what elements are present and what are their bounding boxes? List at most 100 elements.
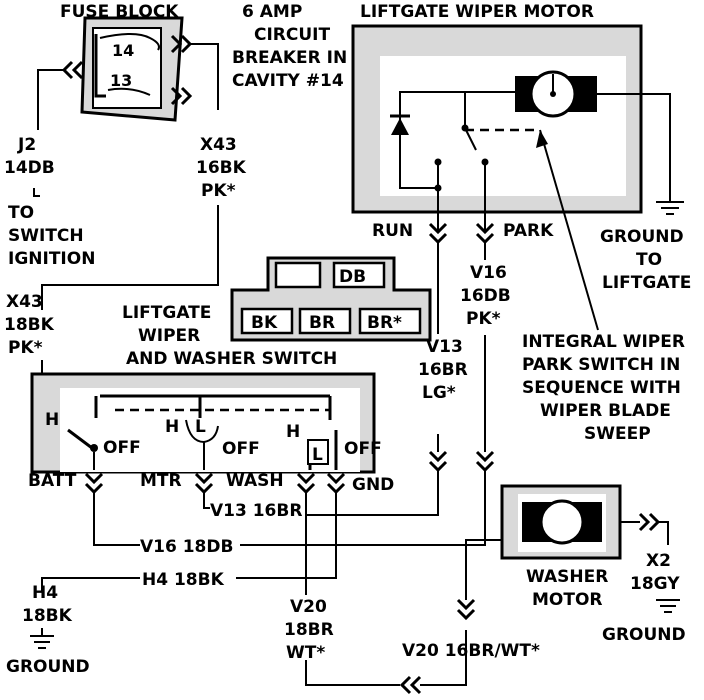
park-switch-blade [465,129,477,151]
cavity-db-label: DB [339,267,366,287]
left-pole-pivot [90,444,98,452]
cavity-13-label: 13 [110,71,132,90]
ignition-label: IGNITION [8,249,95,269]
park-switch-pointer-arrow [536,130,548,148]
liftgate-switch: H OFF H L OFF H L OFF [30,372,382,474]
x2-gauge: 18GY [630,574,680,594]
v20-color: WT* [286,643,325,663]
x43-top-color: PK* [201,181,236,201]
switch-l-mid: L [195,417,206,437]
gnd-connector [326,472,346,495]
switch-h-right: H [286,422,300,442]
breaker-note-line-3: BREAKER IN [232,48,347,68]
ground-to-liftgate-line-3: LIFTGATE [602,273,691,293]
liftgate-motor [351,24,671,232]
wire-v16-to-switch [240,470,486,546]
breaker-note: 6 AMP CIRCUIT BREAKER IN CAVITY #14 [232,2,347,91]
liftgate-motor-title: LIFTGATE WIPER MOTOR [360,2,594,22]
motor-internal-wire-left [399,91,515,189]
washer-motor-armature-icon [539,499,585,545]
run-label: RUN [372,221,413,241]
breaker-note-line-2: CIRCUIT [254,25,330,45]
x2-label: X2 [646,551,671,571]
park-note-line-5: SWEEP [584,424,651,444]
cavity-14-label: 14 [112,41,134,60]
h4-ground-label: H4 [32,583,58,603]
left-ground-label: GROUND [6,657,90,677]
breaker-note-line-4: CAVITY #14 [232,71,344,91]
x43-top-label: X43 [200,135,237,155]
switch-h-left: H [45,410,59,430]
v13-gauge: 16BR [418,360,468,380]
wire-washer-v20 [465,539,502,600]
wash-connector [296,472,316,495]
cavity-bk-label: BK [251,313,278,333]
breaker-note-line-1: 6 AMP [242,2,302,22]
park-note-line-2: PARK SWITCH IN [522,355,680,375]
to-label: TO [8,203,34,223]
wire-gnd-h4 [236,492,337,579]
wire-j2 [37,69,64,130]
park-switch-pivot [461,124,469,132]
washer-motor [500,484,622,560]
v20-bottom-connector [399,675,422,695]
wire-j2-stub [33,188,40,197]
ground-to-liftgate-line-1: GROUND [600,227,684,247]
terminal-wash: WASH [226,471,284,491]
x2-connector [638,512,661,532]
fuse-13-element [107,87,151,96]
wire-x43-top [190,43,219,110]
liftgate-ground-icon [656,201,684,215]
x43-top-gauge: 16BK [196,158,247,178]
right-ground-label: GROUND [602,625,686,645]
v13-run-label: V13 16BR [210,501,302,521]
batt-connector [84,472,104,495]
breaker-element [99,33,160,51]
terminal-batt: BATT [28,471,77,491]
v16-color: PK* [466,309,501,329]
v16-run-label: V16 18DB [140,537,233,557]
switch-h-mid: H [165,417,179,437]
cavity-br-star-label: BR* [367,313,402,333]
park-note-line-4: WIPER BLADE [540,401,671,421]
x43-lower-color: PK* [8,338,43,358]
v16-gauge: 16DB [460,286,511,306]
v13-inline-connector [428,450,448,473]
v20-label: V20 [290,597,327,617]
switch-title-line-3: AND WASHER SWITCH [126,349,337,369]
v16-inline-connector [475,450,495,473]
cavity-br-label: BR [309,313,335,333]
connector-cavity-br-star [358,307,422,335]
v20-run-label: V20 16BR/WT* [402,641,540,661]
park-note-line-1: INTEGRAL WIPER [522,332,685,352]
left-pole-blade [67,428,93,450]
fuse-13-connector [170,86,193,106]
fuse-input-connector [61,60,84,80]
diode-icon [391,118,409,135]
fuse-bus-bar [94,34,106,98]
wire-v13-to-switch [305,470,439,516]
switch-connector: DB BK BR BR* [230,256,432,342]
wire-v20-to-washer [420,630,467,686]
j2-label: J2 [17,135,36,155]
connector-cavity-bk [240,307,294,335]
x43-lower-gauge: 18BK [4,315,55,335]
switch-off-right: OFF [344,439,382,459]
washer-v20-connector [456,598,476,621]
connector-cavity-br [298,307,352,335]
washer-motor-title-2: MOTOR [532,590,603,610]
v13-label: V13 [426,337,463,357]
switch-off-mid: OFF [222,439,260,459]
h4-run-label: H4 18BK [142,570,225,590]
switch-off-left: OFF [103,438,141,458]
park-switch-pointer [539,129,599,331]
park-label: PARK [503,221,554,241]
wire-h4-ground [41,577,140,592]
v16-label: V16 [470,263,507,283]
x43-lower-label: X43 [6,292,43,312]
motor-ground-wire [597,93,671,202]
wire-v20-bottom [305,660,400,686]
wire-x43-run [41,205,219,310]
